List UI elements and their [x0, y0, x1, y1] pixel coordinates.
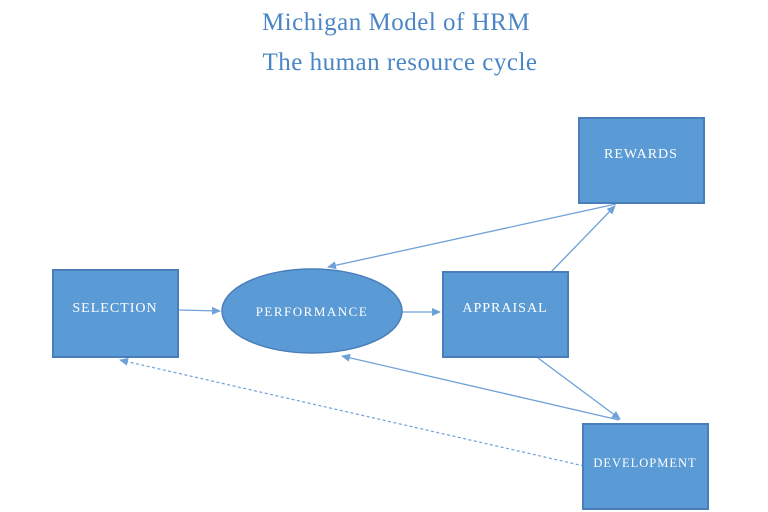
connector-selection-to-performance [177, 306, 221, 315]
rewards-box [578, 117, 705, 204]
diagram-title: Michigan Model of HRM [262, 9, 530, 36]
connector-development-to-performance [341, 353, 620, 421]
appraisal-box [442, 271, 569, 358]
node-development: DEVELOPMENT [582, 423, 709, 510]
performance-ellipse [221, 268, 403, 354]
diagram-subtitle: The human resource cycle [262, 49, 537, 76]
node-selection: SELECTION [52, 269, 179, 358]
development-box [582, 423, 709, 510]
development-label: DEVELOPMENT [593, 456, 696, 470]
performance-label: PERFORMANCE [256, 304, 369, 319]
node-rewards: REWARDS [578, 117, 705, 204]
appraisal-label: APPRAISAL [462, 301, 547, 316]
connector-appraisal-to-development [537, 357, 621, 420]
rewards-label: REWARDS [604, 147, 678, 162]
connector-appraisal-to-rewards [550, 205, 616, 273]
connector-rewards-to-performance [327, 203, 617, 270]
node-appraisal: APPRAISAL [442, 271, 569, 358]
selection-label: SELECTION [72, 301, 157, 316]
selection-box [52, 269, 179, 358]
connector-development-to-selection-dashed [119, 357, 585, 467]
node-performance: PERFORMANCE [221, 268, 403, 354]
